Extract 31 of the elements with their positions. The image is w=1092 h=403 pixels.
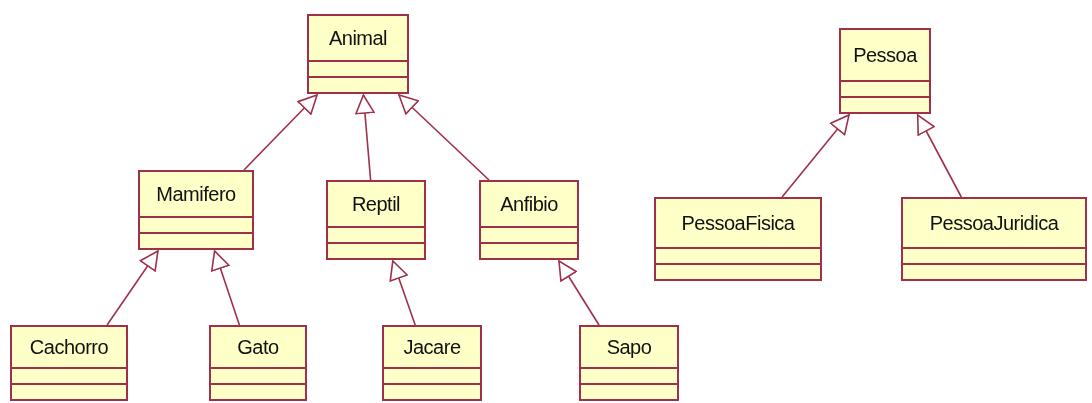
class-box: [479, 180, 579, 260]
class-box: [10, 325, 128, 401]
class-box: [326, 180, 426, 260]
class-name: Animal: [328, 26, 388, 50]
inheritance-arrow: [106, 250, 159, 326]
inheritance-arrow: [558, 260, 600, 326]
class-name: Sapo: [606, 335, 652, 359]
class-box: [307, 14, 409, 94]
class-box: [138, 170, 254, 250]
class-name: Gato: [237, 335, 279, 359]
class-name: Reptil: [351, 192, 401, 216]
class-box: [209, 325, 307, 401]
class-name: PessoaFisica: [681, 211, 795, 235]
class-name: Anfibio: [500, 192, 558, 216]
inheritance-arrow: [211, 250, 241, 326]
class-box: [654, 197, 822, 281]
inheritance-arrow: [916, 114, 963, 198]
class-box: [382, 325, 482, 401]
inheritance-arrow: [398, 94, 490, 181]
class-name: Pessoa: [853, 43, 917, 67]
inheritance-arrow: [389, 260, 416, 326]
class-name: Mamifero: [156, 182, 236, 206]
class-name: Cachorro: [29, 335, 109, 359]
inheritance-arrow: [781, 114, 850, 198]
inheritance-arrow: [355, 94, 375, 181]
class-box: [839, 28, 931, 114]
class-name: PessoaJuridica: [929, 211, 1059, 235]
class-box: [579, 325, 679, 401]
class-box: [901, 197, 1087, 281]
inheritance-arrow: [243, 94, 318, 171]
class-name: Jacare: [403, 335, 461, 359]
